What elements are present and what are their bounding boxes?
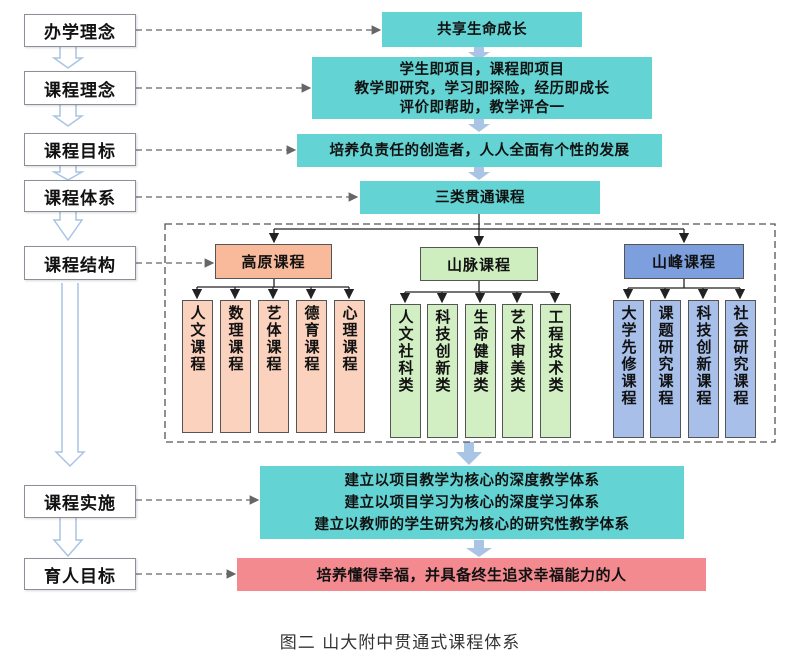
sub-course-label: 数理课程: [226, 305, 245, 373]
implementation-line: 建立以项目学习为核心的深度学习体系: [344, 493, 600, 511]
label-education-goal: 育人目标: [24, 558, 136, 590]
sub-course: 人文课程: [182, 300, 213, 433]
system-box: 三类贯通课程: [360, 181, 600, 214]
sub-course: 艺体课程: [258, 300, 289, 433]
dashed-arrows: [136, 25, 382, 579]
sub-course: 工程技术类: [540, 304, 571, 438]
sub-course: 科技创新类: [427, 304, 458, 438]
sub-course: 艺术审美类: [502, 304, 533, 438]
sub-course-label: 艺体课程: [264, 305, 283, 373]
sub-course-label: 艺术审美类: [508, 309, 527, 394]
label-curriculum-idea: 课程理念: [24, 71, 136, 105]
category-range: 山脉课程: [420, 247, 538, 281]
curriculum-idea-line: 学生即项目，课程即项目: [399, 60, 565, 78]
sub-course: 人文社科类: [390, 304, 421, 438]
left-flow-arrows: [51, 47, 86, 558]
sub-course: 生命健康类: [465, 304, 496, 438]
sub-course: 社会研究课程: [725, 300, 756, 438]
center-down-arrows: [456, 47, 492, 557]
implementation-line: 建立以教师的学生研究为核心的研究性教学体系: [314, 515, 630, 533]
sub-course-label: 工程技术类: [546, 309, 565, 394]
sub-course-label: 课题研究课程: [656, 305, 675, 407]
philosophy-box: 共享生命成长: [382, 12, 582, 47]
label-curriculum-structure: 课程结构: [24, 246, 136, 280]
sub-course-label: 人文社科类: [396, 309, 415, 394]
implementation-box: 建立以项目教学为核心的深度教学体系 建立以项目学习为核心的深度学习体系 建立以教…: [260, 466, 684, 539]
goal-box: 培养负责任的创造者，人人全面有个性的发展: [297, 134, 662, 167]
sub-course-label: 社会研究课程: [731, 305, 750, 407]
structure-frame: [164, 223, 776, 443]
label-curriculum-goal: 课程目标: [24, 133, 136, 166]
label-curriculum-implementation: 课程实施: [24, 485, 136, 518]
figure-caption: 图二 山大附中贯通式课程体系: [279, 633, 521, 653]
sub-course: 心理课程: [334, 300, 365, 433]
tree-connectors: [191, 214, 746, 304]
sub-course-label: 生命健康类: [471, 309, 490, 394]
sub-course-label: 德育课程: [302, 305, 321, 373]
sub-course: 数理课程: [220, 300, 251, 433]
category-plateau: 高原课程: [215, 244, 332, 279]
sub-course: 课题研究课程: [650, 300, 681, 438]
sub-course: 德育课程: [296, 300, 327, 433]
sub-course-label: 人文课程: [188, 305, 207, 373]
curriculum-idea-box: 学生即项目，课程即项目 教学即研究，学习即探险，经历即成长 评价即帮助，教学评合…: [312, 57, 652, 119]
sub-course: 科技创新课程: [688, 300, 719, 438]
sub-course-label: 心理课程: [340, 305, 359, 373]
sub-course-label: 大学先修课程: [619, 305, 638, 407]
category-peak: 山峰课程: [624, 244, 744, 279]
implementation-line: 建立以项目教学为核心的深度教学体系: [344, 471, 600, 489]
curriculum-idea-line: 评价即帮助，教学评合一: [399, 98, 565, 116]
label-school-philosophy: 办学理念: [24, 14, 136, 47]
sub-course: 大学先修课程: [613, 300, 644, 438]
sub-course-label: 科技创新类: [433, 309, 452, 394]
education-goal-box: 培养懂得幸福，并具备终生追求幸福能力的人: [237, 558, 706, 591]
sub-course-label: 科技创新课程: [694, 305, 713, 407]
label-curriculum-system: 课程体系: [24, 180, 136, 212]
curriculum-idea-line: 教学即研究，学习即探险，经历即成长: [354, 79, 610, 97]
